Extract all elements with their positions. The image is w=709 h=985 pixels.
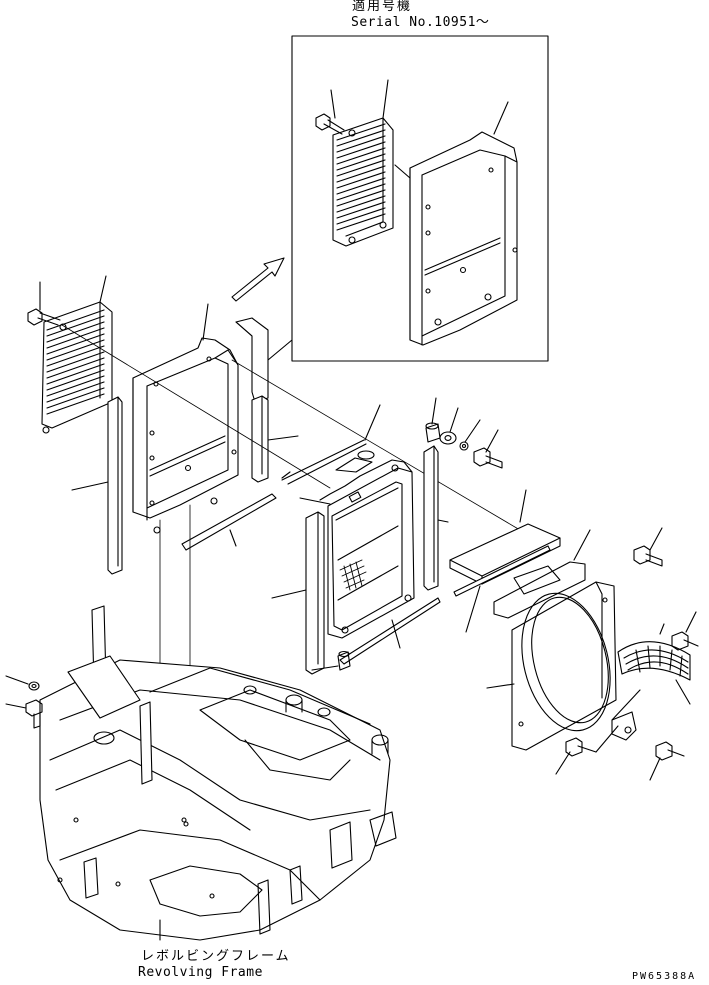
- leader-rad-seal-right: [437, 519, 449, 523]
- washer-large: [439, 431, 457, 445]
- leader-shroud-seal: [465, 585, 481, 633]
- rubber-mount-bottom: [337, 650, 351, 671]
- leader-frame-washer: [5, 675, 29, 685]
- leader-hoses-2: [281, 471, 291, 479]
- revolving-frame: [39, 605, 397, 941]
- leader-bolt-clamp: [649, 757, 661, 781]
- leader-clamp: [595, 725, 619, 753]
- bolt-clamp: [655, 741, 685, 761]
- bolt-fan-guard: [671, 631, 699, 651]
- radiator-seal-bottom: [339, 597, 441, 665]
- inset-frame: [291, 35, 549, 362]
- bolt-radiator-top: [473, 447, 503, 469]
- frame-washer: [28, 681, 40, 691]
- leader-bolt-shroud-bottom: [555, 751, 571, 775]
- guide-line-1: [61, 324, 331, 489]
- upper-plate: [235, 317, 269, 403]
- leader-upper-plate: [267, 339, 293, 361]
- frame-label-jp: レボルビングフレーム: [141, 949, 291, 964]
- rubber-mount-top: [425, 422, 441, 443]
- radiator-top-hoses: [281, 439, 375, 485]
- leader-rad-seal-left: [271, 589, 307, 599]
- inset-box: [291, 35, 549, 362]
- radiator: [319, 459, 415, 639]
- seal-strip-mid: [251, 395, 269, 483]
- leader-fan-shroud: [486, 683, 515, 689]
- leader-rad-seal-bottom: [391, 619, 401, 649]
- washer-small: [459, 441, 469, 451]
- bolt-shroud-top: [633, 545, 663, 567]
- inset-oil-cooler: [332, 117, 394, 247]
- frame-label-en: Revolving Frame: [138, 965, 263, 980]
- clamp-bracket: [611, 711, 637, 741]
- shroud-seal-strip: [453, 545, 551, 597]
- leader-fan-guard-top: [659, 623, 665, 635]
- fan-guard: [617, 641, 691, 681]
- leader-bolt-rad-top: [485, 429, 499, 453]
- inset-bracket-frame: [409, 131, 518, 346]
- seal-strip-left: [107, 396, 123, 575]
- inset-bolt: [315, 113, 345, 135]
- leader-washer-small: [464, 419, 481, 443]
- leader-shroud-side: [573, 529, 591, 561]
- leader-frame-bolt: [5, 703, 27, 709]
- seal-strip-bottom: [181, 493, 277, 551]
- leader-seal-bottom: [229, 529, 237, 547]
- frame-bolt: [25, 699, 43, 729]
- leader-shroud-upper: [519, 489, 527, 523]
- arrow-to-inset: [231, 257, 285, 302]
- radiator-seal-left: [305, 511, 325, 675]
- inset-serial-label: Serial No.10951～: [351, 15, 490, 30]
- oil-cooler-bolt: [27, 308, 61, 326]
- leader-seal-mid: [267, 435, 299, 441]
- leader-rubber-bottom: [311, 665, 339, 671]
- guide-line-2: [231, 359, 521, 531]
- leader-washer-large: [449, 407, 459, 433]
- fan-shroud: [511, 581, 617, 751]
- bolt-shroud-bottom: [565, 737, 597, 757]
- inset-applicability-label: 適用号機: [352, 0, 413, 14]
- oil-cooler: [41, 301, 113, 434]
- leader-clamp-2: [611, 689, 641, 721]
- shroud-upper-plate: [449, 523, 561, 585]
- leader-hoses: [364, 404, 381, 441]
- cooler-bracket-frame: [132, 337, 239, 534]
- drawing-code: PW65388A: [632, 971, 697, 982]
- shroud-side-plate: [493, 561, 586, 619]
- leader-rubber-top: [431, 397, 437, 425]
- leader-seal-left: [71, 481, 109, 491]
- leader-fan-guard: [675, 679, 691, 705]
- leader-oil-cooler: [39, 275, 107, 311]
- radiator-core-mesh: [339, 559, 367, 591]
- leader-bolt-shroud-top: [649, 527, 663, 551]
- leader-radiator: [299, 497, 331, 505]
- radiator-seal-right: [423, 445, 439, 591]
- leader-bracket: [202, 303, 209, 341]
- leader-bolt-fan-guard: [685, 611, 697, 633]
